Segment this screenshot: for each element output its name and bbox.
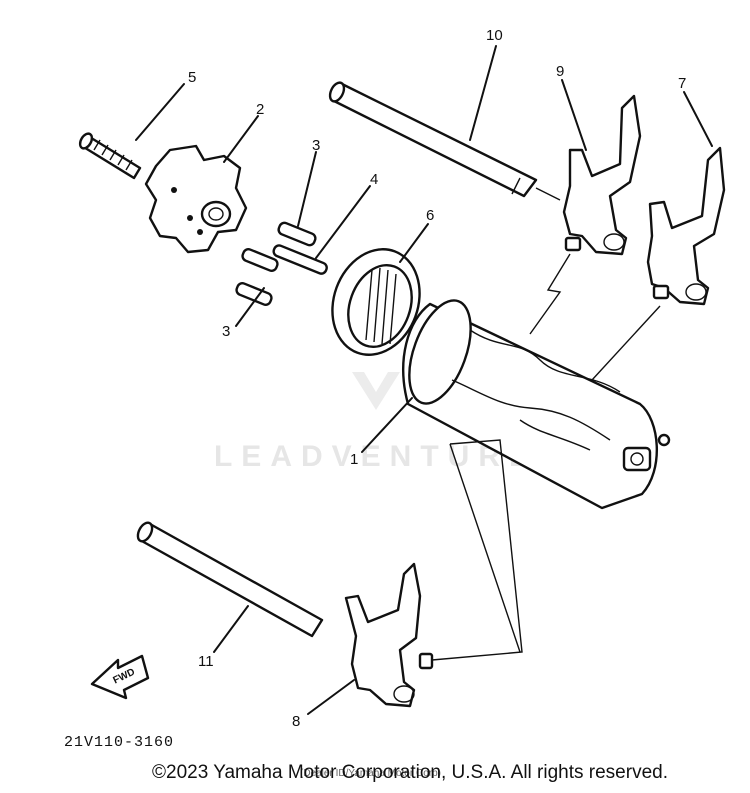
- shift-fork-8[interactable]: [344, 562, 434, 708]
- callout-8: 8: [292, 713, 300, 730]
- callout-3-upper: 3: [312, 137, 320, 154]
- dowel-pins[interactable]: [235, 221, 328, 306]
- callout-1: 1: [350, 451, 358, 468]
- callout-10: 10: [486, 27, 503, 44]
- shift-cam-drum[interactable]: [397, 292, 671, 510]
- shift-rod-lower[interactable]: [135, 520, 324, 638]
- dealer-text: (Dealer ID/Yamaha Motor Corp): [300, 768, 441, 779]
- callout-9: 9: [556, 63, 564, 80]
- callout-11: 11: [198, 653, 214, 670]
- callout-2: 2: [256, 101, 264, 118]
- callout-3-lower: 3: [222, 323, 230, 340]
- bearing[interactable]: [318, 237, 434, 367]
- segment-plate[interactable]: [144, 144, 248, 254]
- watermark: LEADVENTURE: [214, 372, 538, 473]
- leader-lines: [135, 45, 713, 715]
- shift-fork-9[interactable]: [562, 94, 642, 256]
- callouts: 5 2 3 4 3 6 10 9 7 1 11 8: [188, 27, 686, 730]
- callout-6: 6: [426, 207, 434, 224]
- screw[interactable]: [78, 132, 142, 180]
- part-code: 21V110-3160: [64, 734, 174, 751]
- watermark-text: LEADVENTURE: [214, 440, 538, 473]
- shift-rod-upper[interactable]: [327, 80, 561, 201]
- callout-7: 7: [678, 75, 686, 92]
- callout-4: 4: [370, 171, 378, 188]
- forward-direction-indicator: FWD: [90, 654, 150, 700]
- copyright-notice: ©2023 Yamaha Motor Corporation, U.S.A. A…: [152, 762, 668, 783]
- callout-5: 5: [188, 69, 196, 86]
- shift-fork-7[interactable]: [646, 146, 726, 306]
